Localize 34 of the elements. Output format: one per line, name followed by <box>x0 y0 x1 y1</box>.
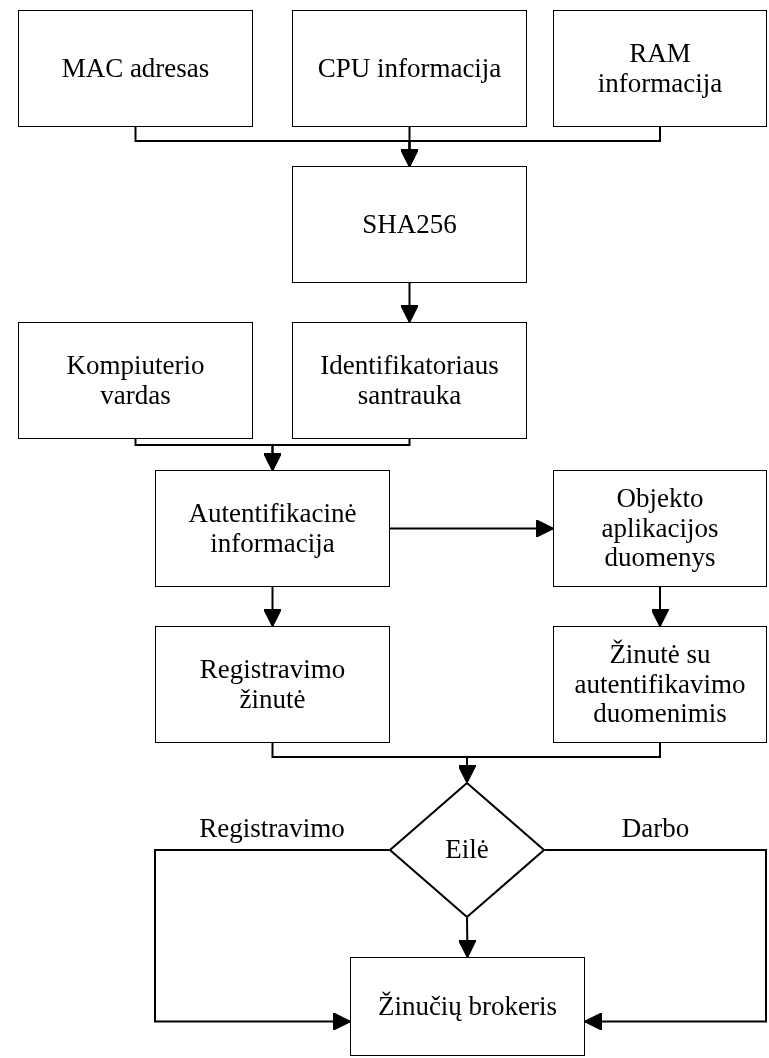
process-box <box>292 10 527 127</box>
box-label: Kompiuterio vardas <box>65 350 206 411</box>
arrow <box>544 849 767 1031</box>
arrow <box>389 519 554 538</box>
process-box <box>350 957 585 1056</box>
arrow <box>650 586 670 627</box>
box-label: SHA256 <box>361 209 458 240</box>
box-label: Identifikatoriaus santrauka <box>319 350 500 411</box>
box-label: Žinučių brokeris <box>376 991 559 1022</box>
box-label: Žinutė su autentifikavimo duomenimis <box>573 639 747 730</box>
arrow <box>457 917 477 958</box>
process-box <box>292 166 527 283</box>
arrow <box>263 438 411 471</box>
arrow <box>457 742 661 783</box>
arrow <box>263 586 282 627</box>
process-box <box>155 626 390 743</box>
process-box <box>553 10 767 127</box>
box-label: MAC adresas <box>60 53 211 84</box>
decision-label: Eilė <box>444 835 490 865</box>
arrow <box>400 282 419 323</box>
process-box <box>155 470 390 587</box>
process-box <box>18 322 253 439</box>
process-box <box>553 626 767 743</box>
process-box <box>292 322 527 439</box>
arrow <box>154 849 390 1031</box>
process-box <box>553 470 767 587</box>
arrow <box>400 126 661 167</box>
box-label: Autentifikacinė informacija <box>187 498 358 559</box>
box-label: CPU informacija <box>316 53 503 84</box>
box-label: Objekto aplikacijos duomenys <box>600 483 720 574</box>
decision-diamond <box>389 782 545 918</box>
box-label: RAM informacija <box>596 38 724 99</box>
box-label: Registravimo žinutė <box>198 654 347 715</box>
process-box <box>18 10 253 127</box>
